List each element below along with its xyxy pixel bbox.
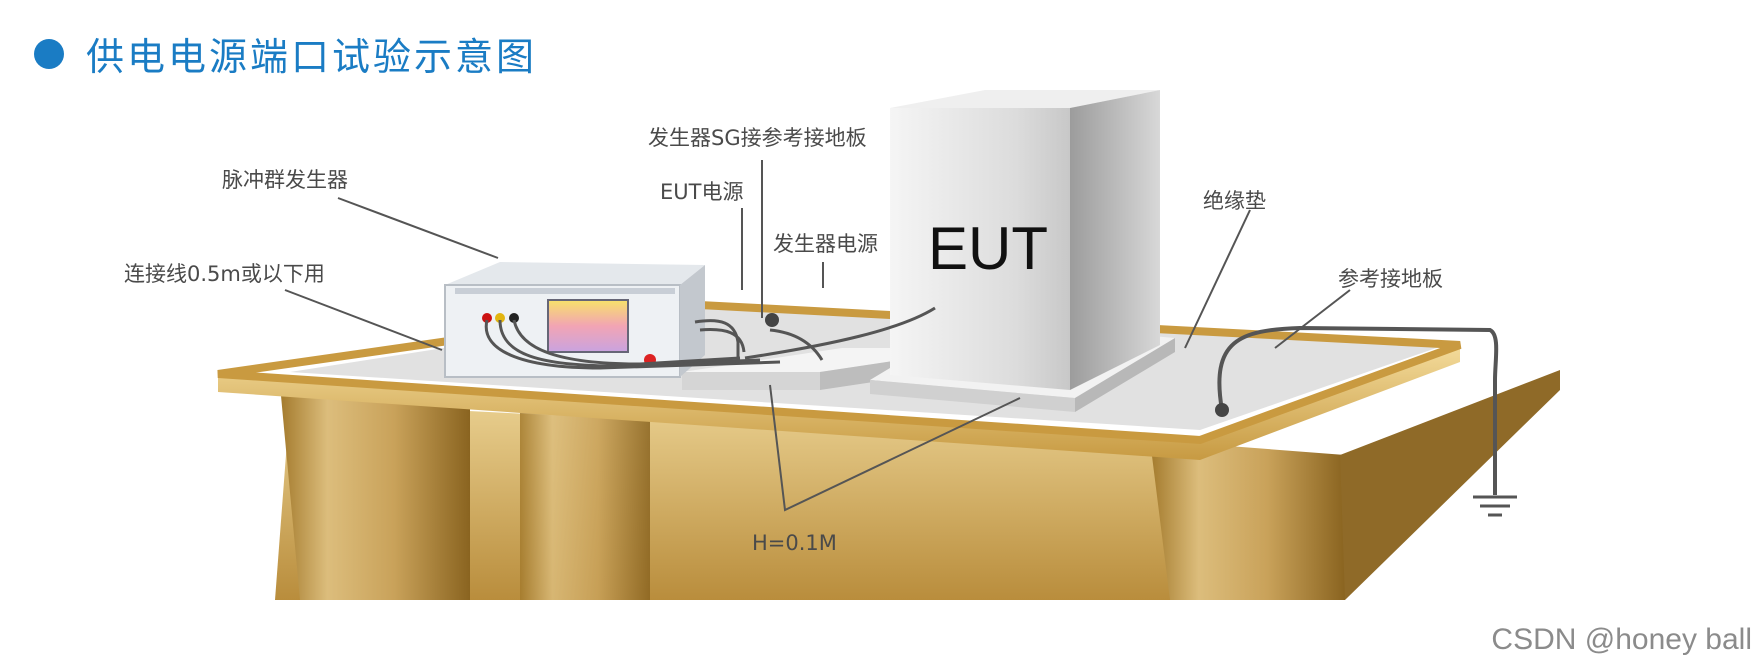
ground-cable-terminal xyxy=(1215,403,1229,417)
pulse-generator-screen xyxy=(547,299,629,353)
leader-lines xyxy=(284,160,1351,512)
table-rim xyxy=(218,345,1460,460)
pulse-generator-header-strip xyxy=(455,288,675,294)
label-connection-cable: 连接线0.5m或以下用 xyxy=(124,262,325,286)
insulation-pad-eut-front xyxy=(870,380,1075,412)
earth-ground-symbol xyxy=(1473,495,1517,517)
pulse-generator-side xyxy=(680,265,705,377)
eut-box-front xyxy=(890,108,1070,390)
ground-cable xyxy=(1217,325,1499,495)
label-insulation-pad: 绝缘垫 xyxy=(1203,189,1266,213)
table-right-leg xyxy=(1150,440,1345,600)
diagram-title: 供电电源端口试验示意图 xyxy=(86,35,538,79)
output-connector-black xyxy=(509,313,519,323)
label-eut-power: EUT电源 xyxy=(660,180,744,204)
table-left-leg xyxy=(280,385,470,600)
output-connector-red xyxy=(482,313,492,323)
insulation-block-generator-side xyxy=(682,372,820,390)
label-pulse-generator: 脉冲群发生器 xyxy=(222,168,348,192)
table-middle-leg xyxy=(520,400,650,600)
title-bullet-icon xyxy=(34,38,64,69)
connection-cables xyxy=(484,306,936,370)
label-eut: EUT xyxy=(928,215,1048,282)
diagram-header: 供电电源端口试验示意图 xyxy=(34,26,537,81)
eut-box-side xyxy=(1070,90,1160,390)
generator-sg-ground-point xyxy=(765,313,779,327)
insulation-pad-eut-side xyxy=(1075,338,1175,412)
watermark: CSDN @honey ball xyxy=(1491,623,1752,656)
label-height: H=0.1M xyxy=(752,531,837,555)
output-connector-yellow xyxy=(495,313,505,323)
label-reference-ground-plane: 参考接地板 xyxy=(1338,267,1443,291)
table-right-apron xyxy=(1340,370,1560,600)
label-generator-sg-ground: 发生器SG接参考接地板 xyxy=(648,126,867,150)
label-generator-power: 发生器电源 xyxy=(773,232,878,256)
pulse-generator-top xyxy=(445,262,705,285)
